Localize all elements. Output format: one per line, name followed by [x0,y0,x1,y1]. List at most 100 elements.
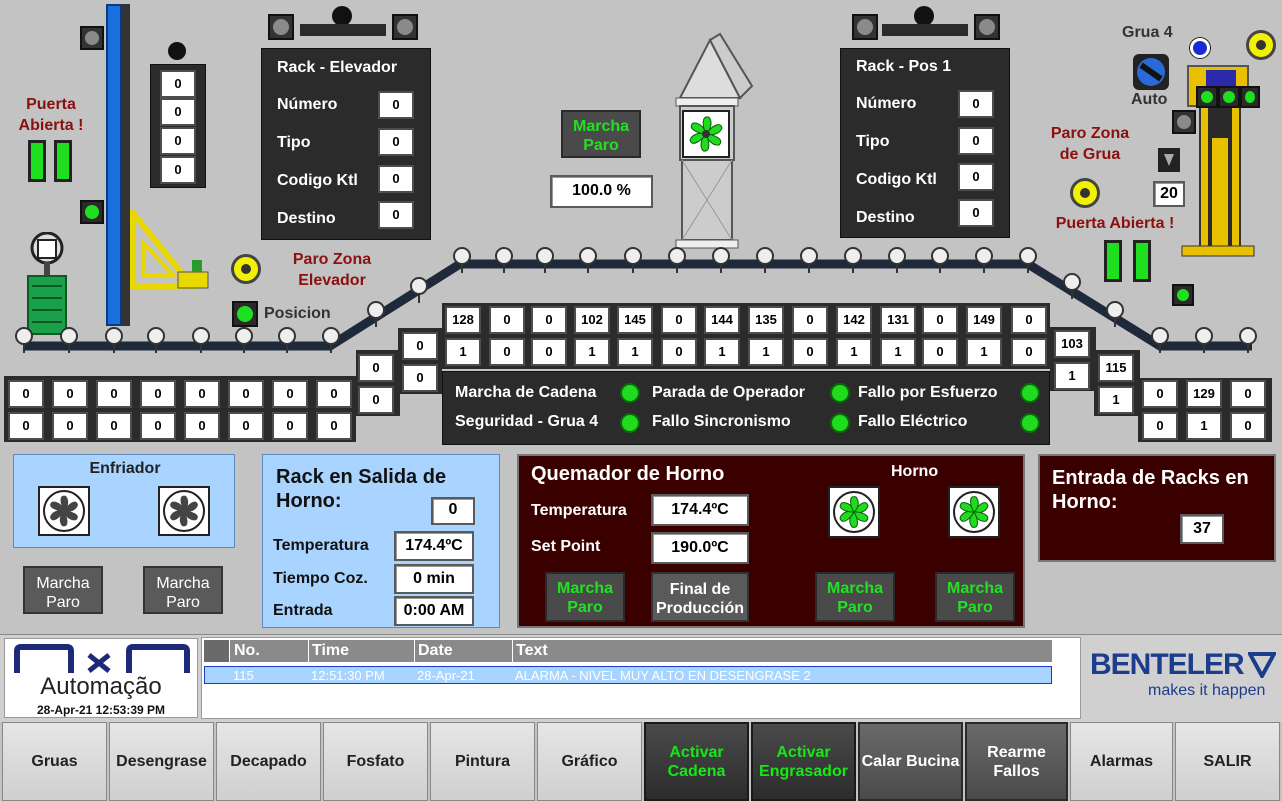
rack-elevador-destino-label: Destino [277,210,336,227]
enfriador-fan-1-icon [38,486,90,536]
rack-elevador-numero-label: Número [277,96,338,113]
conveyor-top-value: 0 [922,306,958,334]
benteler-logo: BENTELER makes it happen [1084,638,1280,718]
conveyor-roller-icon [235,327,253,353]
rack-salida-temp: 174.4ºC [394,531,474,561]
puerta-abierta-left-label: Puerta Abierta ! [18,96,84,134]
benteler-name: BENTELER [1090,648,1245,681]
rack-salida-count: 0 [431,497,475,525]
rearme-fallos-button[interactable]: Rearme Fallos [965,722,1068,801]
elevator-motor-icon [24,231,70,338]
conveyor-left-bottom-value: 0 [52,412,88,440]
elevator-stack-value-4: 0 [160,156,196,184]
elevator-sensor-icon [129,203,210,292]
conveyor-left-bottom-value: 0 [8,412,44,440]
final-de-produccion-button[interactable]: Final de Producción [651,572,749,622]
nav-salir[interactable]: SALIR [1175,722,1280,801]
calar-bucina-button[interactable]: Calar Bucina [858,722,963,801]
enfriador-marcha-paro-button-2[interactable]: Marcha Paro [143,566,223,614]
alarm-table: No. Time Date Text 115 12:51:30 PM 28-Ap… [201,637,1081,719]
conveyor-bottom-value: 1 [836,338,872,366]
elevator-blue-rail [106,4,122,326]
conveyor-roller-icon [536,247,554,273]
quemador-marcha-paro-button[interactable]: Marcha Paro [545,572,625,622]
nav-desengrase[interactable]: Desengrase [109,722,214,801]
rack-pos1-numero: 0 [958,90,994,118]
quemador-temp: 174.4ºC [651,494,749,526]
alarm-row-no: 115 [233,668,254,683]
conveyor-left-bottom-value: 0 [316,412,352,440]
alarm-col-no[interactable]: No. [234,642,260,659]
horno-label: Horno [891,463,939,480]
conveyor-roller-icon [931,247,949,273]
conveyor-top-value: 135 [748,306,784,334]
elevator-stack-value-2: 0 [160,98,196,126]
nav-fosfato[interactable]: Fosfato [323,722,428,801]
rack-elevador-numero: 0 [378,91,414,119]
conveyor-decline-bottom-value: 1 [1054,362,1090,390]
horno-fan-1-marcha-paro-button[interactable]: Marcha Paro [815,572,895,622]
conveyor-incline-top-value: 0 [358,354,394,382]
quemador-setpoint[interactable]: 190.0ºC [651,532,749,564]
status-fallo-electrico-label: Fallo Eléctrico [858,413,968,430]
rack-elevador-right-indicator [392,14,418,40]
alarm-col-text[interactable]: Text [516,642,548,659]
conveyor-bottom-value: 1 [445,338,481,366]
conveyor-roller-icon [105,327,123,353]
grua4-label: Grua 4 [1122,24,1173,41]
nav-grafico[interactable]: Gráfico [537,722,642,801]
center-fan-marcha-paro-button[interactable]: Marcha Paro [561,110,641,158]
horno-fan-2-marcha-paro-button[interactable]: Marcha Paro [935,572,1015,622]
rack-pos1-destino-label: Destino [856,209,915,226]
status-fallo-sincronismo-label: Fallo Sincronismo [652,413,791,430]
entrada-racks-panel: Entrada de Racks en Horno: 37 [1038,454,1276,562]
quemador-panel: Quemador de Horno Horno Temperatura 174.… [517,454,1025,628]
activar-engrasador-button[interactable]: Activar Engrasador [751,722,856,801]
entrada-racks-count: 37 [1180,514,1224,544]
axn-brand: Automação [40,673,162,700]
nav-pintura[interactable]: Pintura [430,722,535,801]
rack-salida-panel: Rack en Salida de Horno: 0 Temperatura 1… [262,454,500,628]
conveyor-top-value: 145 [617,306,653,334]
conveyor-roller-icon [624,247,642,273]
crane-led-1 [1196,86,1218,108]
paro-zona-grua-label: Paro Zona de Grua [1050,125,1130,163]
alarm-col-time[interactable]: Time [312,642,350,659]
conveyor-roller-icon [844,247,862,273]
auto-label: Auto [1131,91,1168,108]
conveyor-roller-icon [668,247,686,273]
conveyor-top-value: 102 [574,306,610,334]
conveyor-right-top-value: 129 [1186,380,1222,408]
conveyor-left-bottom-value: 0 [140,412,176,440]
activar-cadena-button[interactable]: Activar Cadena [644,722,749,801]
enfriador-marcha-paro-button-1[interactable]: Marcha Paro [23,566,103,614]
nav-decapado[interactable]: Decapado [216,722,321,801]
alarm-col-date[interactable]: Date [418,642,453,659]
rack-pos1-panel: Rack - Pos 1 Número Tipo Codigo Ktl Dest… [840,48,1010,238]
auto-selector-knob[interactable] [1133,54,1169,90]
conveyor-left-top-value: 0 [228,380,264,408]
rack-elevador-hanger-icon [300,6,386,36]
rack-salida-temp-label: Temperatura [273,537,369,554]
axn-logo-icon [14,644,190,673]
chain-status-panel: Marcha de Cadena Parada de Operador Fall… [442,371,1050,445]
entrada-racks-title: Entrada de Racks en Horno: [1052,467,1249,513]
rack-elevador-panel: Rack - Elevador Número Tipo Codigo Ktl D… [261,48,431,240]
rack-pos1-numero-label: Número [856,95,917,112]
rack-salida-entrada-label: Entrada [273,602,333,619]
rack-pos1-tipo: 0 [958,127,994,155]
conveyor-decline-top-value: 103 [1054,330,1090,358]
conveyor-roller-icon [975,247,993,273]
status-fallo-esfuerzo-led [1020,383,1040,403]
rack-pos1-codigo-label: Codigo Ktl [856,171,937,188]
elevator-dark-rail [122,4,130,326]
nav-alarmas[interactable]: Alarmas [1070,722,1173,801]
rack-elevador-tipo: 0 [378,128,414,156]
table-row[interactable]: 115 12:51:30 PM 28-Apr-21 ALARMA - NIVEL… [204,666,1052,684]
conveyor-top-value: 131 [880,306,916,334]
status-seguridad-grua-label: Seguridad - Grua 4 [455,413,599,430]
door-left-indicator-2 [54,140,72,182]
nav-gruas[interactable]: Gruas [2,722,107,801]
conveyor-top-value: 128 [445,306,481,334]
